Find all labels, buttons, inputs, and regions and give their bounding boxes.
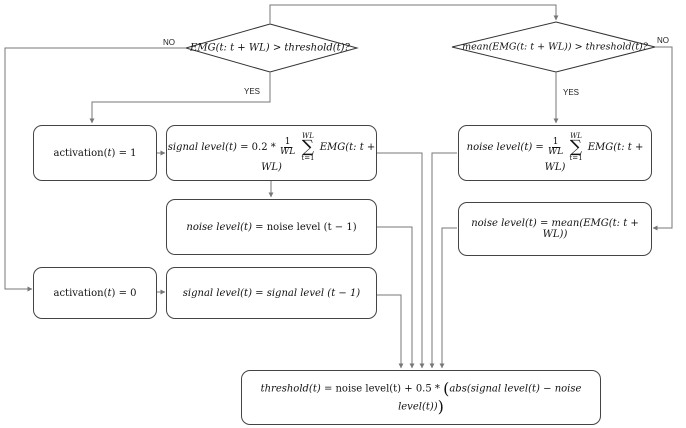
activation-zero-box: activation(t) = 0 [33, 267, 157, 319]
noise-level-mean-box: noise level(t) = mean(EMG(t: t + WL)) [458, 202, 652, 256]
decision-2-text: mean(EMG(t: t + WL)) > threshold(t)? [462, 41, 648, 53]
signal-level-hold-box: signal level(t) = signal level (t − 1) [166, 267, 377, 319]
decision-2-no-label: NO [657, 36, 669, 45]
connector-d1-yes [89, 72, 271, 124]
decision-1-yes-label: YES [244, 87, 261, 96]
connector-top-loop [269, 4, 559, 24]
decision-2-yes-label: YES [563, 88, 580, 97]
connector-d2-no [652, 46, 673, 231]
connector-d1-no [4, 47, 186, 292]
connector-noisehold-threshold [377, 226, 415, 369]
decision-1-text: EMG(t: t + WL) > threshold(t)? [190, 42, 350, 54]
connector-noisemean-threshold [439, 227, 457, 369]
threshold-update-box: threshold(t) = noise level(t) + 0.5 * (a… [241, 370, 601, 425]
decision-1-no-label: NO [163, 38, 175, 47]
connector-signalhold-threshold [377, 294, 404, 369]
connector-noiseupdate-threshold [429, 152, 457, 369]
connector-signal-threshold [377, 152, 425, 369]
activation-one-box: activation(t) = 1 [33, 125, 157, 181]
noise-level-hold-box: noise level(t) = noise level (t − 1) [166, 199, 377, 255]
